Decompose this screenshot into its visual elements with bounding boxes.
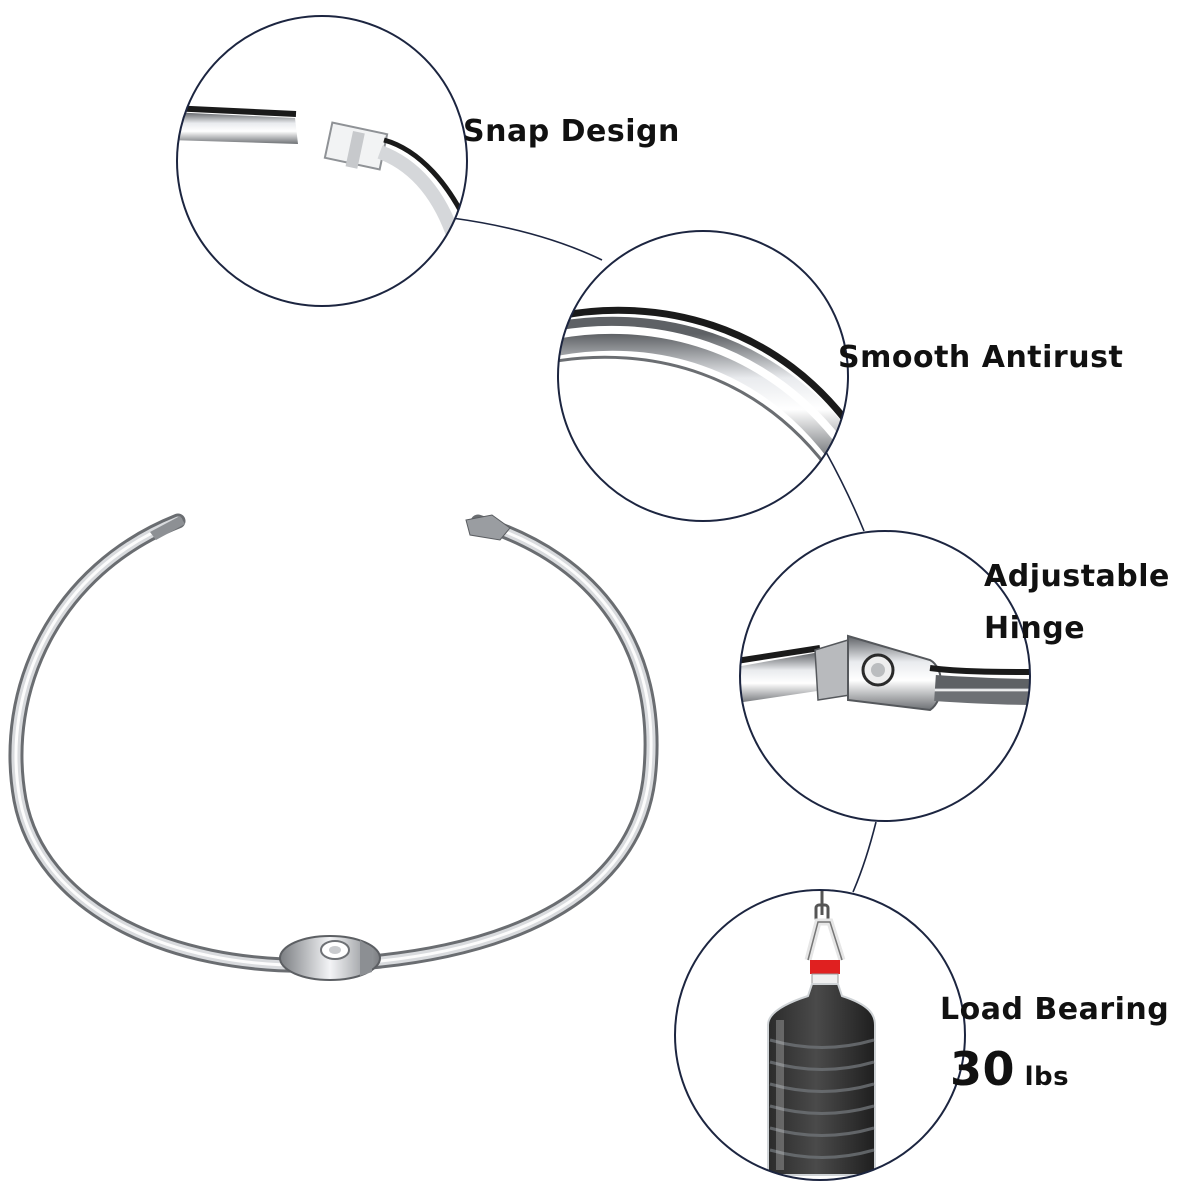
callout-adjustable-hinge	[739, 530, 1031, 822]
snap-design-label: Snap Design	[463, 114, 680, 149]
adjustable-hinge-line1: Adjustable	[984, 559, 1170, 594]
load-capacity-label: 30 lbs	[950, 1042, 1069, 1096]
adjustable-hinge-line2: Hinge	[984, 611, 1086, 646]
load-capacity-value: 30	[950, 1042, 1016, 1096]
callout-snap-design	[176, 15, 468, 307]
connector-lines	[451, 217, 877, 893]
ring-hinge	[279, 935, 381, 981]
open-ring	[8, 513, 659, 981]
load-bearing-label: Load Bearing	[940, 992, 1170, 1027]
adjustable-hinge-label: Adjustable Hinge	[984, 551, 1170, 655]
smooth-antirust-label: Smooth Antirust	[838, 340, 1124, 375]
callout-load-bearing	[674, 889, 966, 1181]
callout-smooth-antirust	[557, 230, 849, 522]
load-capacity-unit: lbs	[1024, 1062, 1070, 1092]
